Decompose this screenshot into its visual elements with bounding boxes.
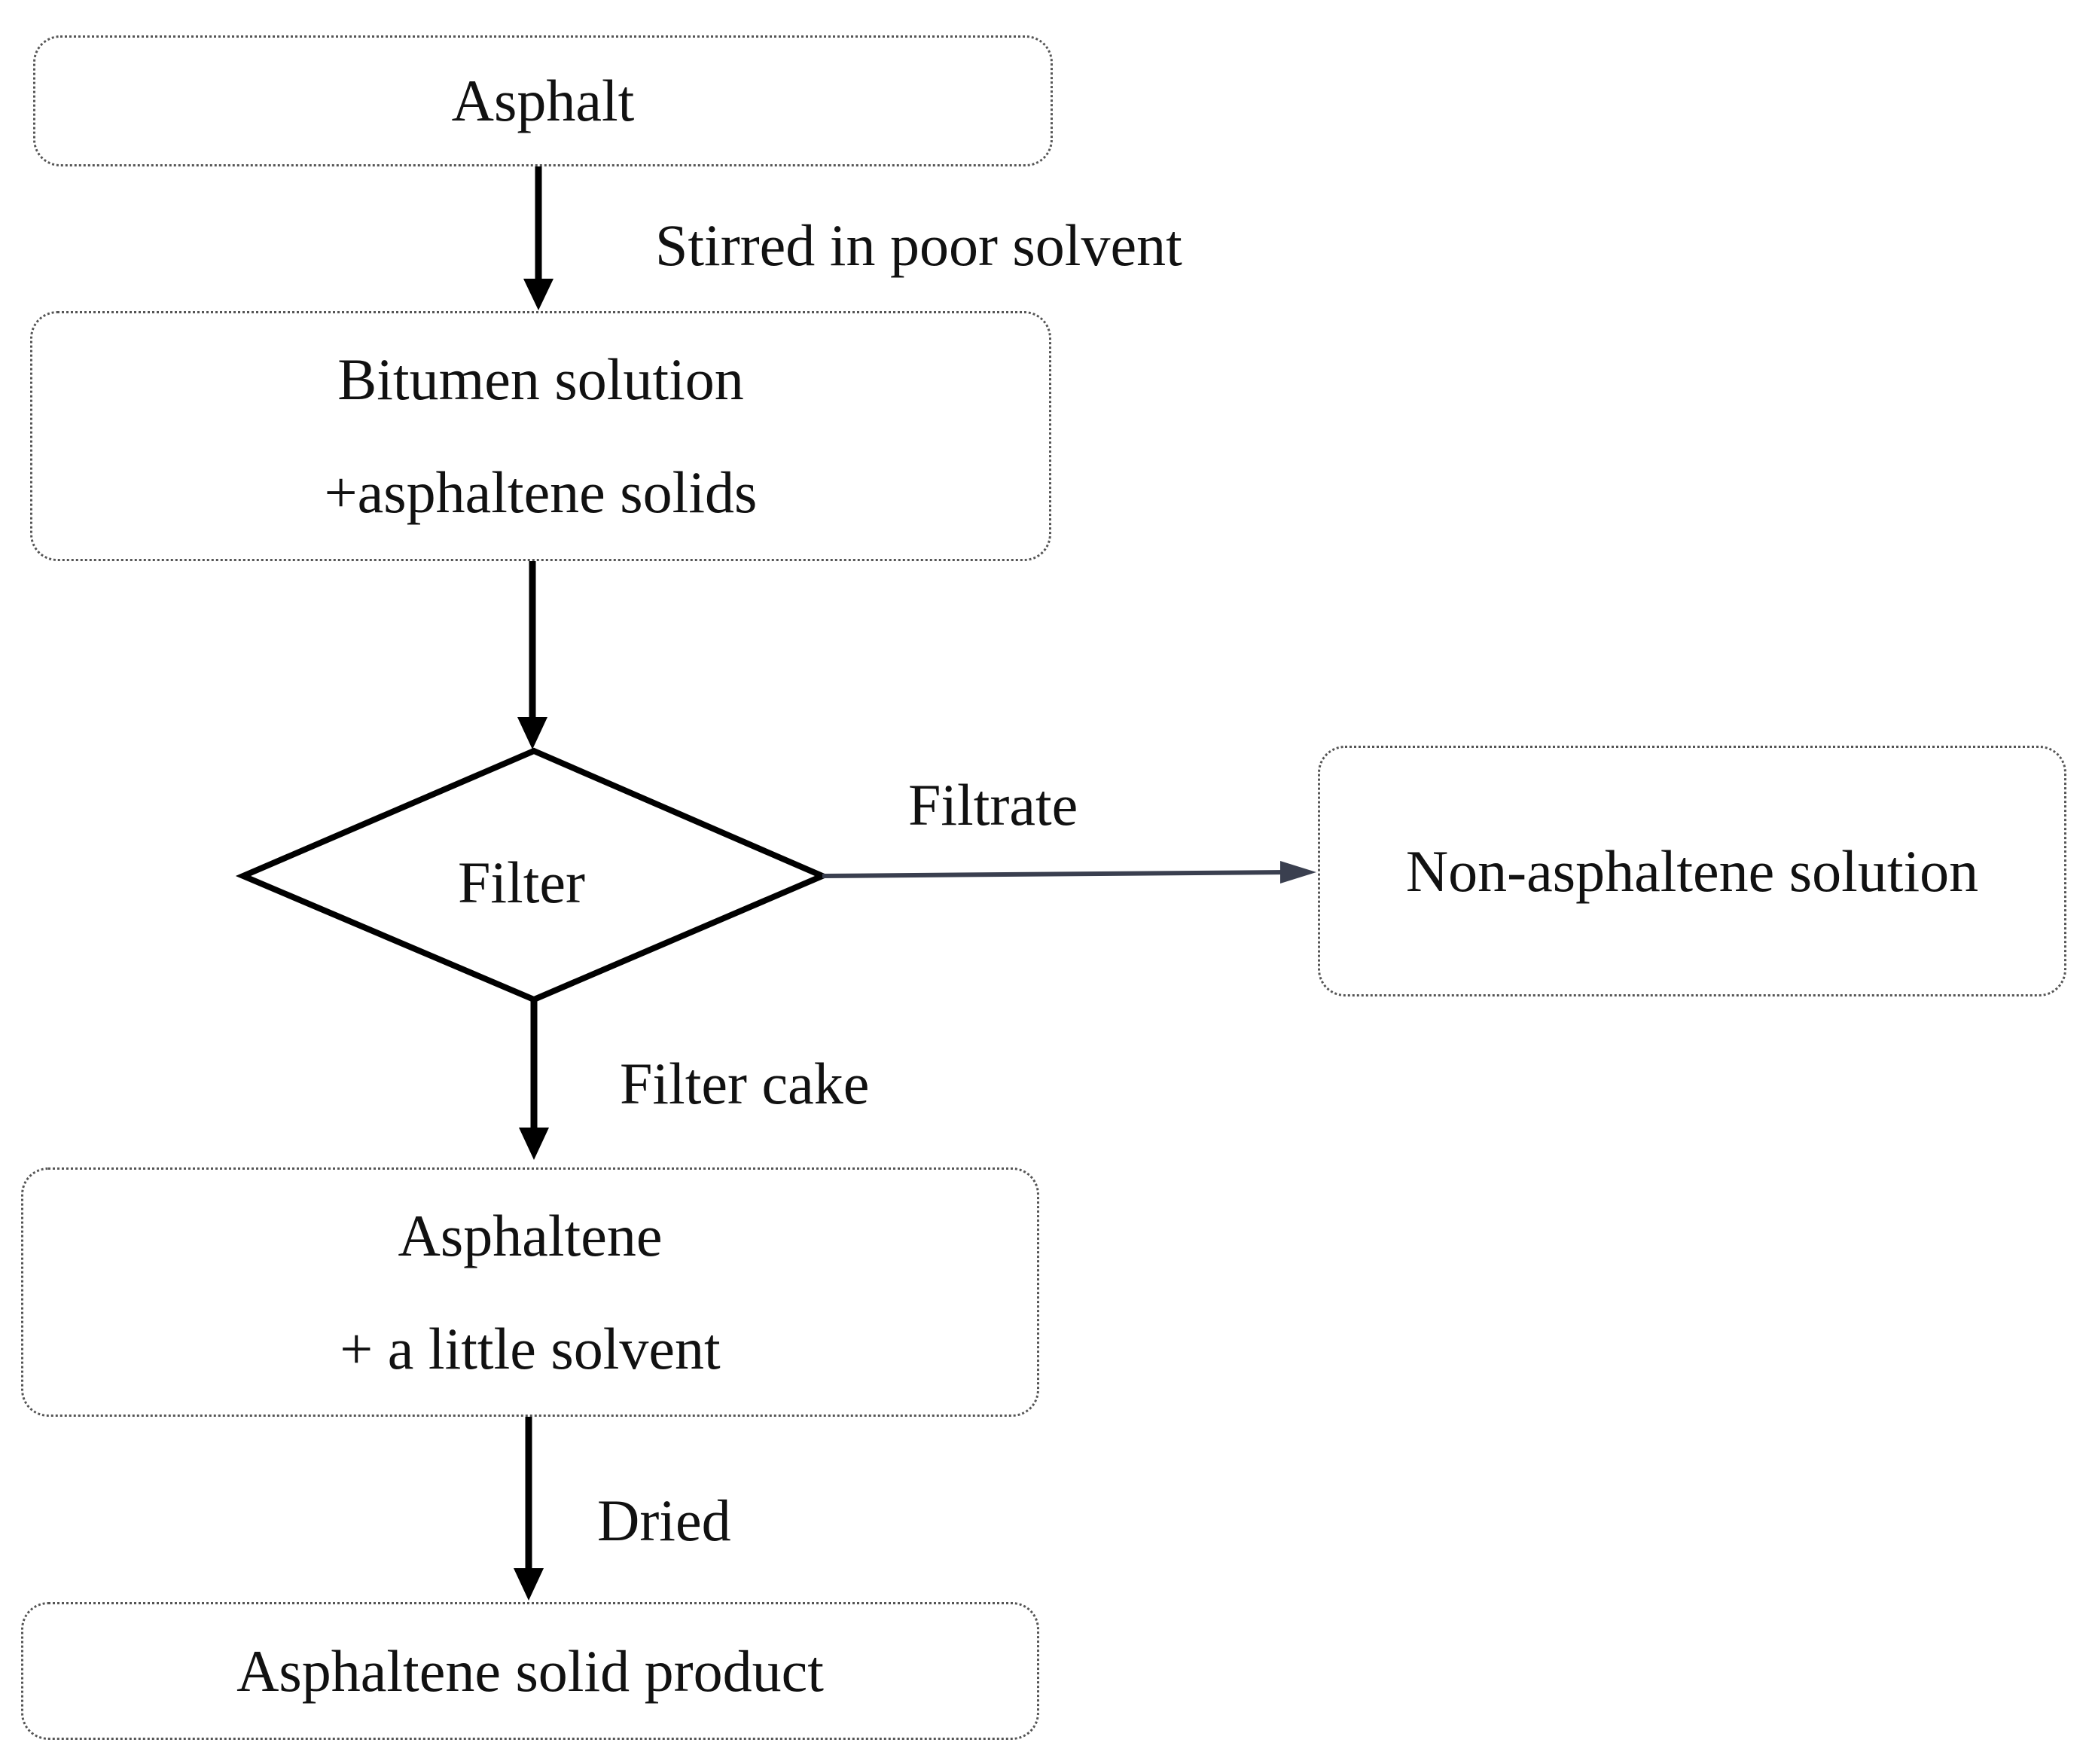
filter-node-label: Filter [458,850,585,915]
asphalt-node-label: Asphalt [451,68,635,133]
bitumen-node-line2: +asphaltene solids [324,459,758,525]
arrowhead-asphaltene-to-product [514,1568,544,1601]
bitumen-node-line1: Bitumen solution [337,346,744,412]
arrowhead-filter-to-asphaltene [519,1128,549,1160]
product-node-label: Asphaltene solid product [236,1637,824,1704]
filter-cake-edge-label: Filter cake [620,1051,870,1116]
asphaltene-node-line2: + a little solvent [340,1315,721,1381]
asphaltene-node-line1: Asphaltene [398,1202,663,1268]
bitumen-node: Bitumen solution +asphaltene solids [30,311,1051,561]
asphaltene-node: Asphaltene + a little solvent [21,1167,1039,1417]
dried-edge-label: Dried [597,1488,731,1553]
stirred-edge-label: Stirred in poor solvent [655,212,1182,278]
arrowhead-asphalt-to-bitumen [523,279,554,310]
arrow-filter-to-filtrate [822,870,1288,878]
arrowhead-bitumen-to-filter [517,717,547,749]
asphalt-node: Asphalt [33,35,1053,166]
non-asphaltene-node-label: Non-asphaltene solution [1405,838,1979,904]
arrowhead-filter-to-filtrate [1280,861,1316,884]
filtrate-edge-label: Filtrate [908,772,1078,838]
non-asphaltene-node: Non-asphaltene solution [1318,746,2066,996]
product-node: Asphaltene solid product [21,1602,1039,1740]
